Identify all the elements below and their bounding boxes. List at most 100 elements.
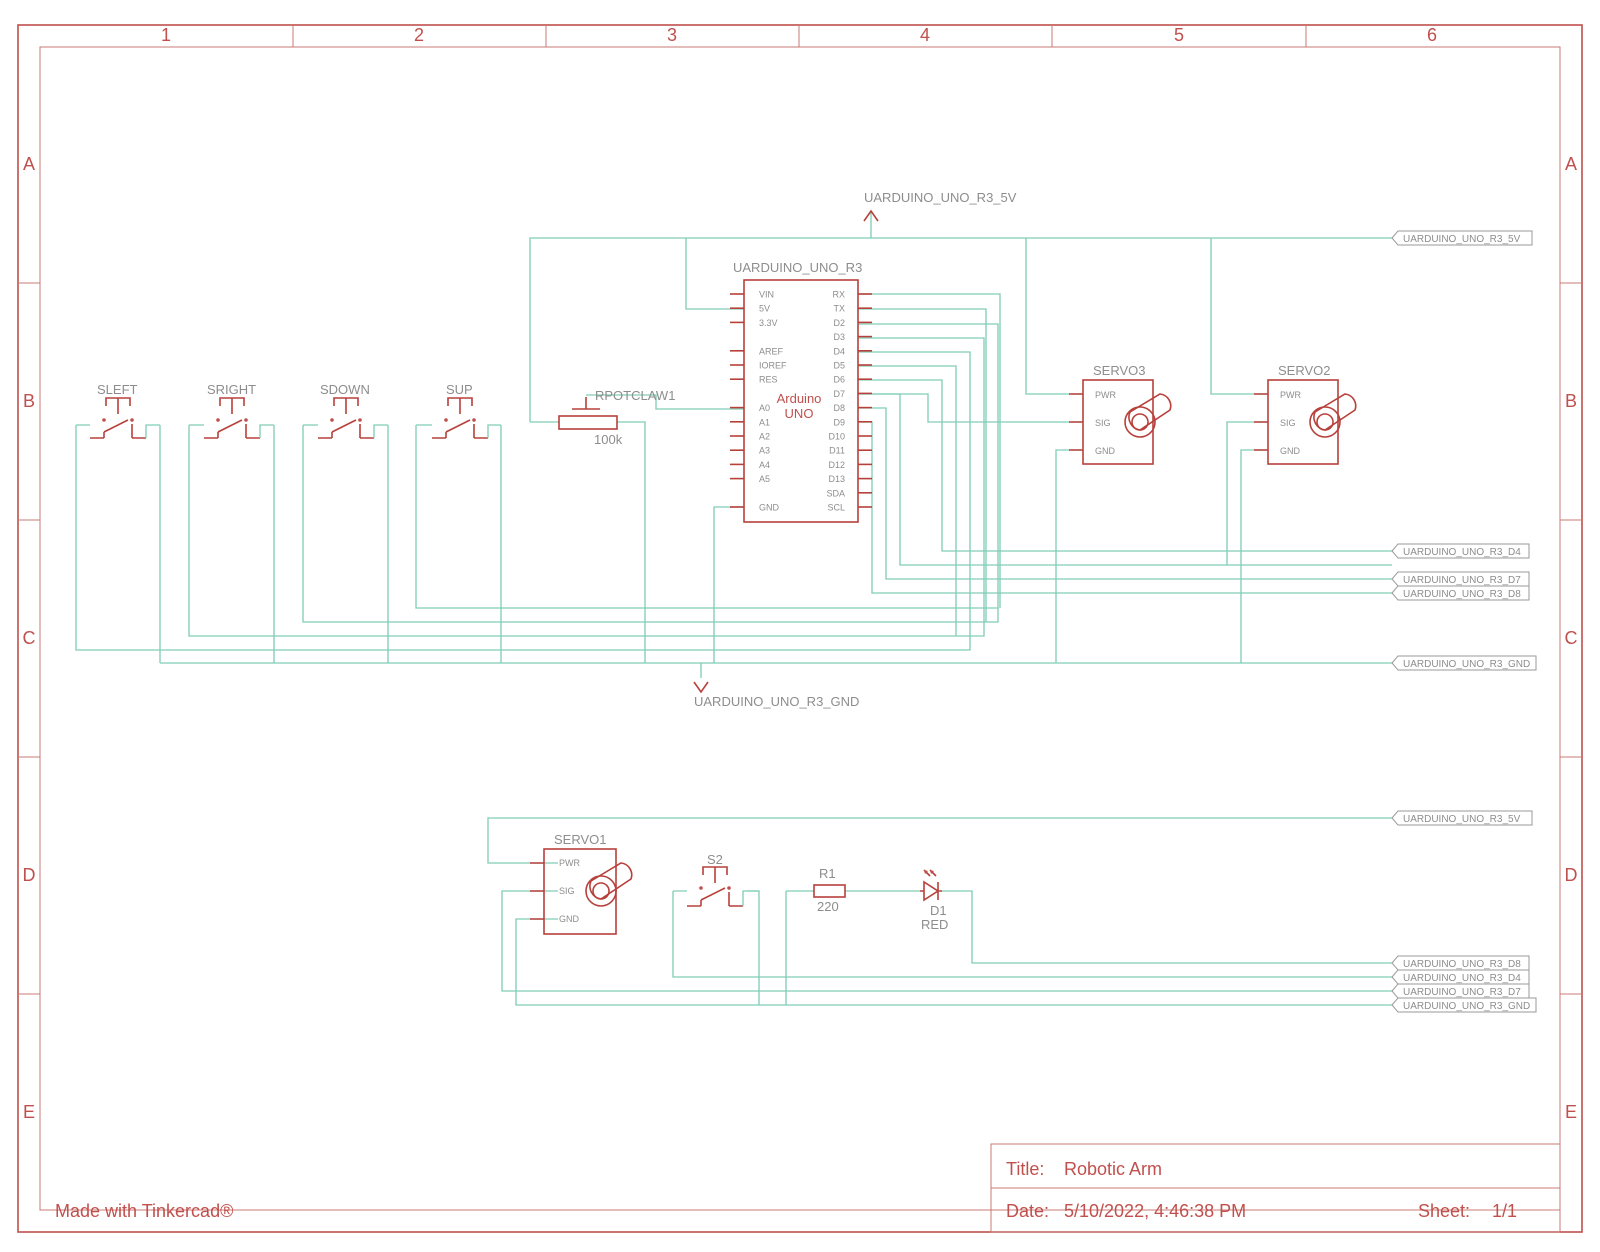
arduino-ref: UARDUINO_UNO_R3 bbox=[733, 260, 862, 275]
column-label: 2 bbox=[414, 25, 424, 45]
resistor-value: 220 bbox=[817, 899, 839, 914]
net-label-text: UARDUINO_UNO_R3_D4 bbox=[1403, 547, 1521, 558]
net-label-text: UARDUINO_UNO_R3_D7 bbox=[1403, 575, 1521, 586]
supply-gnd-symbol: UARDUINO_UNO_R3_GND bbox=[693, 681, 859, 709]
arduino-pin-label: TX bbox=[833, 304, 845, 314]
servo-pin-gnd: GND bbox=[1095, 446, 1116, 456]
net-label-d8-top: UARDUINO_UNO_R3_D8 bbox=[1391, 585, 1530, 601]
net-label-5v-bottom: UARDUINO_UNO_R3_5V bbox=[1391, 810, 1533, 826]
supply-gnd-label: UARDUINO_UNO_R3_GND bbox=[694, 694, 859, 709]
potentiometer-rpotclaw1: RPOTCLAW1 100k bbox=[558, 388, 675, 447]
switch-s2: S2 bbox=[673, 852, 759, 907]
net-label-d7-bottom: UARDUINO_UNO_R3_D7 bbox=[1391, 983, 1530, 999]
servo3: SERVO3 PWR SIG GND bbox=[1069, 363, 1172, 465]
switch-label: SUP bbox=[446, 382, 473, 397]
switch-label: S2 bbox=[707, 852, 723, 867]
row-label: E bbox=[23, 1102, 35, 1122]
arduino-pin-label: D5 bbox=[833, 361, 845, 371]
arduino-pin-label: RES bbox=[759, 375, 778, 385]
arduino-pin-label: 3.3V bbox=[759, 318, 778, 328]
switch-label: SRIGHT bbox=[207, 382, 256, 397]
net-label-d4-top: UARDUINO_UNO_R3_D4 bbox=[1391, 543, 1530, 559]
arduino-pin-label: D12 bbox=[828, 460, 845, 470]
drawing-frame bbox=[17, 24, 1583, 1233]
arduino-pin-label: A3 bbox=[759, 446, 770, 456]
net-label-gnd-bottom: UARDUINO_UNO_R3_GND bbox=[1391, 997, 1537, 1013]
supply-5v-symbol: UARDUINO_UNO_R3_5V bbox=[863, 190, 1017, 222]
sheet-label: Sheet: bbox=[1418, 1201, 1470, 1221]
led-name: D1 bbox=[930, 903, 947, 918]
switch-sup: SUP bbox=[432, 382, 488, 439]
servo-pin-sig: SIG bbox=[1280, 418, 1296, 428]
net-label-text: UARDUINO_UNO_R3_D8 bbox=[1403, 589, 1521, 600]
row-label: C bbox=[23, 628, 36, 648]
arduino-pin-label: AREF bbox=[759, 346, 784, 356]
switch-sdown: SDOWN bbox=[318, 382, 374, 439]
column-label: 5 bbox=[1174, 25, 1184, 45]
servo-name: SERVO1 bbox=[554, 832, 607, 847]
date-value: 5/10/2022, 4:46:38 PM bbox=[1064, 1201, 1246, 1221]
switch-label: SDOWN bbox=[320, 382, 370, 397]
arduino-pin-label: D4 bbox=[833, 346, 845, 356]
column-labels: 1 2 3 4 5 6 bbox=[161, 25, 1437, 45]
net-label-gnd-top: UARDUINO_UNO_R3_GND bbox=[1391, 655, 1537, 671]
column-label: 6 bbox=[1427, 25, 1437, 45]
row-label: B bbox=[23, 391, 35, 411]
column-label: 4 bbox=[920, 25, 930, 45]
title-value: Robotic Arm bbox=[1064, 1159, 1162, 1179]
pot-value: 100k bbox=[594, 432, 623, 447]
arduino-uno: UARDUINO_UNO_R3 Arduino UNO VIN5V3.3VARE… bbox=[730, 260, 872, 523]
net-label-d4-bottom: UARDUINO_UNO_R3_D4 bbox=[1391, 969, 1530, 985]
net-label-text: UARDUINO_UNO_R3_5V bbox=[1403, 234, 1521, 245]
column-label: 1 bbox=[161, 25, 171, 45]
arduino-pin-label: D6 bbox=[833, 375, 845, 385]
column-label: 3 bbox=[667, 25, 677, 45]
switch-label: SLEFT bbox=[97, 382, 138, 397]
row-label: A bbox=[1565, 154, 1577, 174]
date-label: Date: bbox=[1006, 1201, 1049, 1221]
arduino-pin-label: A2 bbox=[759, 432, 770, 442]
switch-sleft: SLEFT bbox=[90, 382, 146, 439]
net-label-text: UARDUINO_UNO_R3_D8 bbox=[1403, 959, 1521, 970]
row-label: C bbox=[1565, 628, 1578, 648]
servo-pin-pwr: PWR bbox=[1280, 390, 1301, 400]
row-label: B bbox=[1565, 391, 1577, 411]
supply-5v-label: UARDUINO_UNO_R3_5V bbox=[864, 190, 1017, 205]
servo-pin-gnd: GND bbox=[559, 914, 580, 924]
servo-pin-sig: SIG bbox=[1095, 418, 1111, 428]
row-label: A bbox=[23, 154, 35, 174]
wires-upper bbox=[75, 211, 1392, 678]
sheet-value: 1/1 bbox=[1492, 1201, 1517, 1221]
servo2: SERVO2 PWR SIG GND bbox=[1254, 363, 1357, 465]
row-label: E bbox=[1565, 1102, 1577, 1122]
arduino-pin-label: D13 bbox=[828, 474, 845, 484]
arduino-body-line1: Arduino bbox=[777, 391, 822, 406]
switch-stubs bbox=[76, 424, 501, 438]
title-block: Title: Robotic Arm Date: 5/10/2022, 4:46… bbox=[990, 1143, 1561, 1233]
arduino-pin-label: SDA bbox=[826, 488, 845, 498]
arduino-pin-label: D8 bbox=[833, 403, 845, 413]
servo1: SERVO1 PWR SIG GND bbox=[530, 832, 633, 935]
arduino-pins: VIN5V3.3VAREFIOREFRESA0A1A2A3A4A5GNDRXTX… bbox=[730, 290, 872, 513]
pot-name: RPOTCLAW1 bbox=[595, 388, 675, 403]
arduino-pin-label: A4 bbox=[759, 460, 770, 470]
arduino-pin-label: GND bbox=[759, 503, 780, 513]
led-value: RED bbox=[921, 917, 948, 932]
tinkercad-credit: Made with Tinkercad® bbox=[55, 1201, 233, 1221]
switch-sright: SRIGHT bbox=[204, 382, 260, 439]
arduino-pin-label: D3 bbox=[833, 332, 845, 342]
servo-pin-pwr: PWR bbox=[559, 858, 580, 868]
arduino-pin-label: A5 bbox=[759, 474, 770, 484]
arduino-pin-label: IOREF bbox=[759, 361, 787, 371]
arduino-pin-label: SCL bbox=[827, 503, 845, 513]
servo-pin-pwr: PWR bbox=[1095, 390, 1116, 400]
row-labels: A B C D E A B C D E bbox=[23, 154, 1578, 1122]
servo-horn-icon bbox=[589, 862, 633, 900]
net-label-5v-top: UARDUINO_UNO_R3_5V bbox=[1391, 230, 1533, 246]
arduino-pin-label: VIN bbox=[759, 290, 774, 300]
row-label: D bbox=[1565, 865, 1578, 885]
servo-pin-gnd: GND bbox=[1280, 446, 1301, 456]
arduino-body-line2: UNO bbox=[785, 406, 814, 421]
net-label-text: UARDUINO_UNO_R3_D4 bbox=[1403, 973, 1521, 984]
